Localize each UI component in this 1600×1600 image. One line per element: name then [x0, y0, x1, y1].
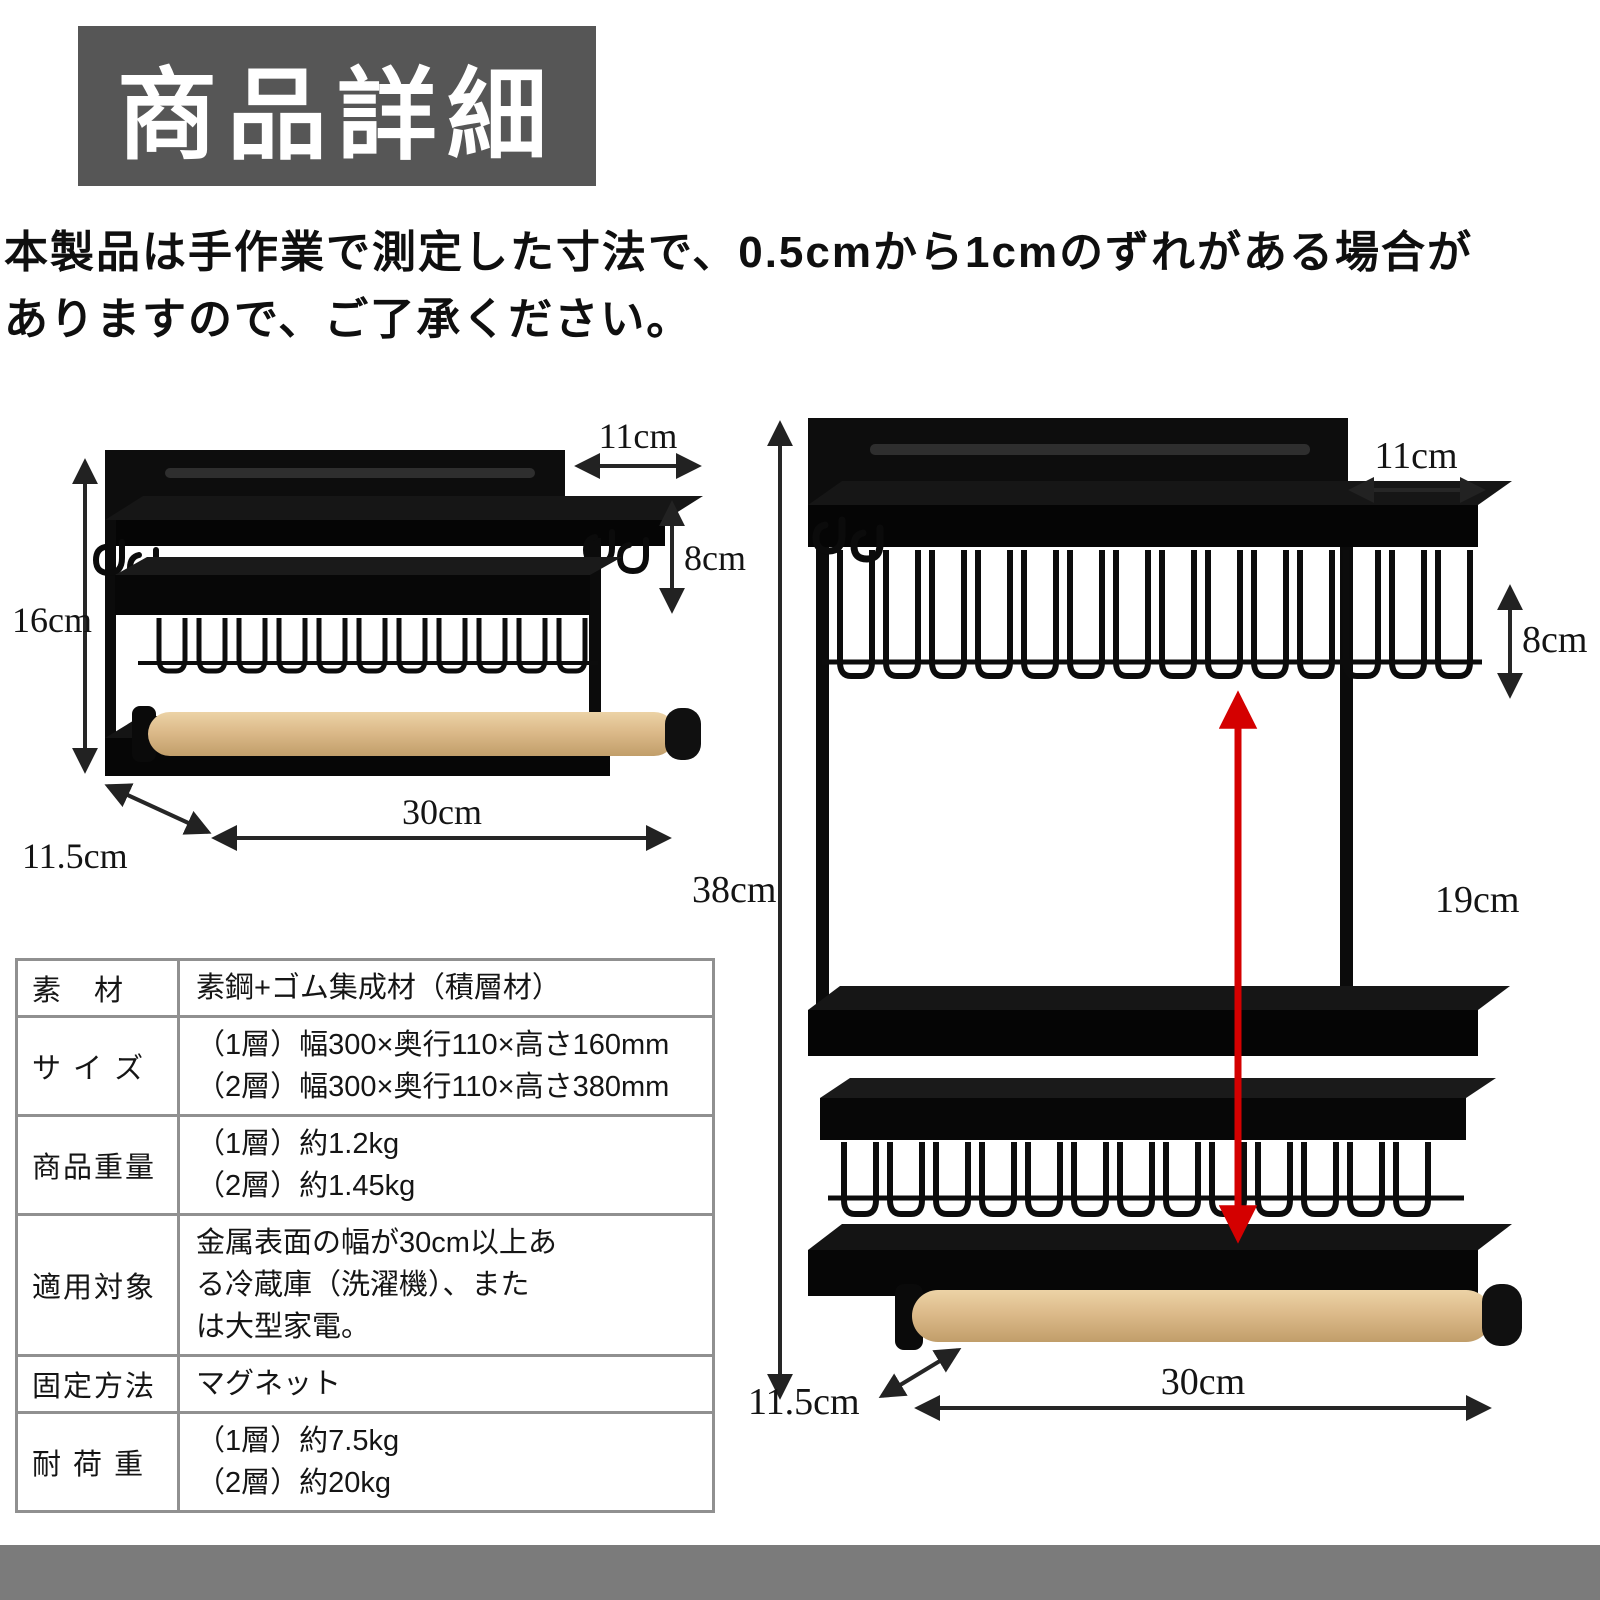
dim-label-height-total: 38cm	[692, 869, 776, 911]
dim-label-gap-height: 19cm	[1435, 879, 1519, 921]
basket-rim-surface	[115, 557, 622, 575]
arrow-depth-base	[104, 783, 212, 835]
one-tier-dimensions: 16cm 11cm 8cm 30cm 11.5cm	[12, 420, 746, 876]
spec-label: 商品重量	[18, 1117, 180, 1213]
spec-label: 固定方法	[18, 1357, 180, 1411]
wooden-roller	[148, 712, 676, 756]
spec-value: （1層）約7.5kg （2層）約20kg	[180, 1414, 712, 1510]
dim-label-width: 30cm	[402, 792, 482, 832]
disclaimer-line-1: 本製品は手作業で測定した寸法で、0.5cmから1cmのずれがある場合が	[4, 228, 1474, 277]
left-side-post	[105, 520, 116, 776]
spec-label: サ イ ズ	[18, 1018, 180, 1114]
one-tier-rack-drawing	[96, 450, 703, 776]
spec-table: 素 材 素鋼+ゴム集成材（積層材） サ イ ズ （1層）幅300×奥行110×高…	[15, 958, 715, 1513]
spec-label: 適用対象	[18, 1216, 180, 1354]
lower-shelf-surface	[808, 986, 1510, 1010]
spec-value-line: （2層）約1.45kg	[196, 1170, 416, 1202]
upper-basket-wires	[832, 550, 1476, 690]
spec-value-line: （1層）約7.5kg	[196, 1425, 400, 1457]
dim-label-width: 30cm	[1161, 1361, 1245, 1403]
disclaimer-text: 本製品は手作業で測定した寸法で、0.5cmから1cmのずれがある場合が あります…	[4, 220, 1596, 354]
spec-value: （1層）約1.2kg （2層）約1.45kg	[180, 1117, 712, 1213]
diagram-one-tier-rack: 16cm 11cm 8cm 30cm 11.5cm	[12, 420, 746, 876]
spec-value: 金属表面の幅が30cm以上あ る冷蔵庫（洗濯機）、また は大型家電。	[180, 1216, 712, 1354]
section-title-banner: 商品詳細	[78, 26, 596, 186]
roller-left-clamp	[132, 706, 156, 762]
wooden-roller	[912, 1290, 1492, 1342]
top-shelf-front	[808, 505, 1478, 547]
roller-right-cap	[665, 708, 701, 760]
lower-basket-rim-surface	[820, 1078, 1496, 1098]
disclaimer-line-2: ありますので、ご了承ください。	[4, 294, 693, 344]
lower-shelf-front	[808, 1010, 1478, 1056]
roller-right-cap	[1482, 1284, 1522, 1346]
basket-wires	[152, 618, 592, 680]
lower-basket-wires	[836, 1142, 1434, 1224]
spec-value-line: （2層）幅300×奥行110×高さ380mm	[196, 1071, 670, 1103]
spec-value-line: 金属表面の幅が30cm以上あ	[196, 1227, 557, 1259]
spec-row-mounting: 固定方法 マグネット	[18, 1357, 712, 1414]
spec-value-line: （1層）幅300×奥行110×高さ160mm	[196, 1029, 670, 1061]
dim-label-height-total: 16cm	[12, 600, 92, 640]
top-shelf-surface	[105, 496, 703, 520]
roller-left-clamp	[895, 1284, 923, 1350]
base-surface	[808, 1224, 1512, 1250]
spec-value-line: 素鋼+ゴム集成材（積層材）	[196, 972, 561, 1004]
dim-label-depth-base: 11.5cm	[748, 1381, 860, 1423]
spec-value-line: る冷蔵庫（洗濯機）、また	[196, 1269, 530, 1301]
spec-label: 素 材	[18, 961, 180, 1015]
arrow-depth-base	[878, 1347, 962, 1399]
spec-value: 素鋼+ゴム集成材（積層材）	[180, 961, 712, 1015]
dim-label-depth-top: 11cm	[599, 420, 678, 456]
spec-row-material: 素 材 素鋼+ゴム集成材（積層材）	[18, 961, 712, 1018]
basket-rim-front	[115, 575, 590, 615]
footer-bar	[0, 1545, 1600, 1600]
spec-row-weight: 商品重量 （1層）約1.2kg （2層）約1.45kg	[18, 1117, 712, 1216]
top-shelf-front	[105, 520, 665, 546]
spec-row-load: 耐 荷 重 （1層）約7.5kg （2層）約20kg	[18, 1414, 712, 1510]
spec-value-line: （2層）約20kg	[196, 1467, 392, 1499]
dim-label-depth-base: 11.5cm	[22, 836, 128, 876]
spec-value-line: は大型家電。	[196, 1311, 371, 1343]
spec-value-line: マグネット	[196, 1368, 342, 1400]
spec-value: マグネット	[180, 1357, 712, 1411]
rack-handle-slot	[870, 444, 1310, 455]
dim-label-depth-top: 11cm	[1374, 435, 1457, 477]
dim-label-tier-height: 8cm	[684, 538, 746, 578]
lower-basket-rim-front	[820, 1098, 1466, 1140]
spec-row-size: サ イ ズ （1層）幅300×奥行110×高さ160mm （2層）幅300×奥行…	[18, 1018, 712, 1117]
spec-label: 耐 荷 重	[18, 1414, 180, 1510]
two-tier-rack-drawing	[808, 418, 1522, 1350]
diagram-two-tier-rack: 38cm 11cm 8cm 19cm 30cm 11.5cm	[692, 418, 1587, 1423]
spec-value-line: （1層）約1.2kg	[196, 1128, 400, 1160]
top-shelf-surface	[808, 481, 1512, 505]
left-side-post	[816, 547, 829, 1012]
dim-label-tier-height: 8cm	[1522, 619, 1587, 661]
rack-handle-slot	[165, 468, 535, 478]
spec-row-target: 適用対象 金属表面の幅が30cm以上あ る冷蔵庫（洗濯機）、また は大型家電。	[18, 1216, 712, 1357]
section-title: 商品詳細	[117, 60, 557, 172]
two-tier-dimensions: 38cm 11cm 8cm 19cm 30cm 11.5cm	[692, 420, 1587, 1423]
spec-value: （1層）幅300×奥行110×高さ160mm （2層）幅300×奥行110×高さ…	[180, 1018, 712, 1114]
